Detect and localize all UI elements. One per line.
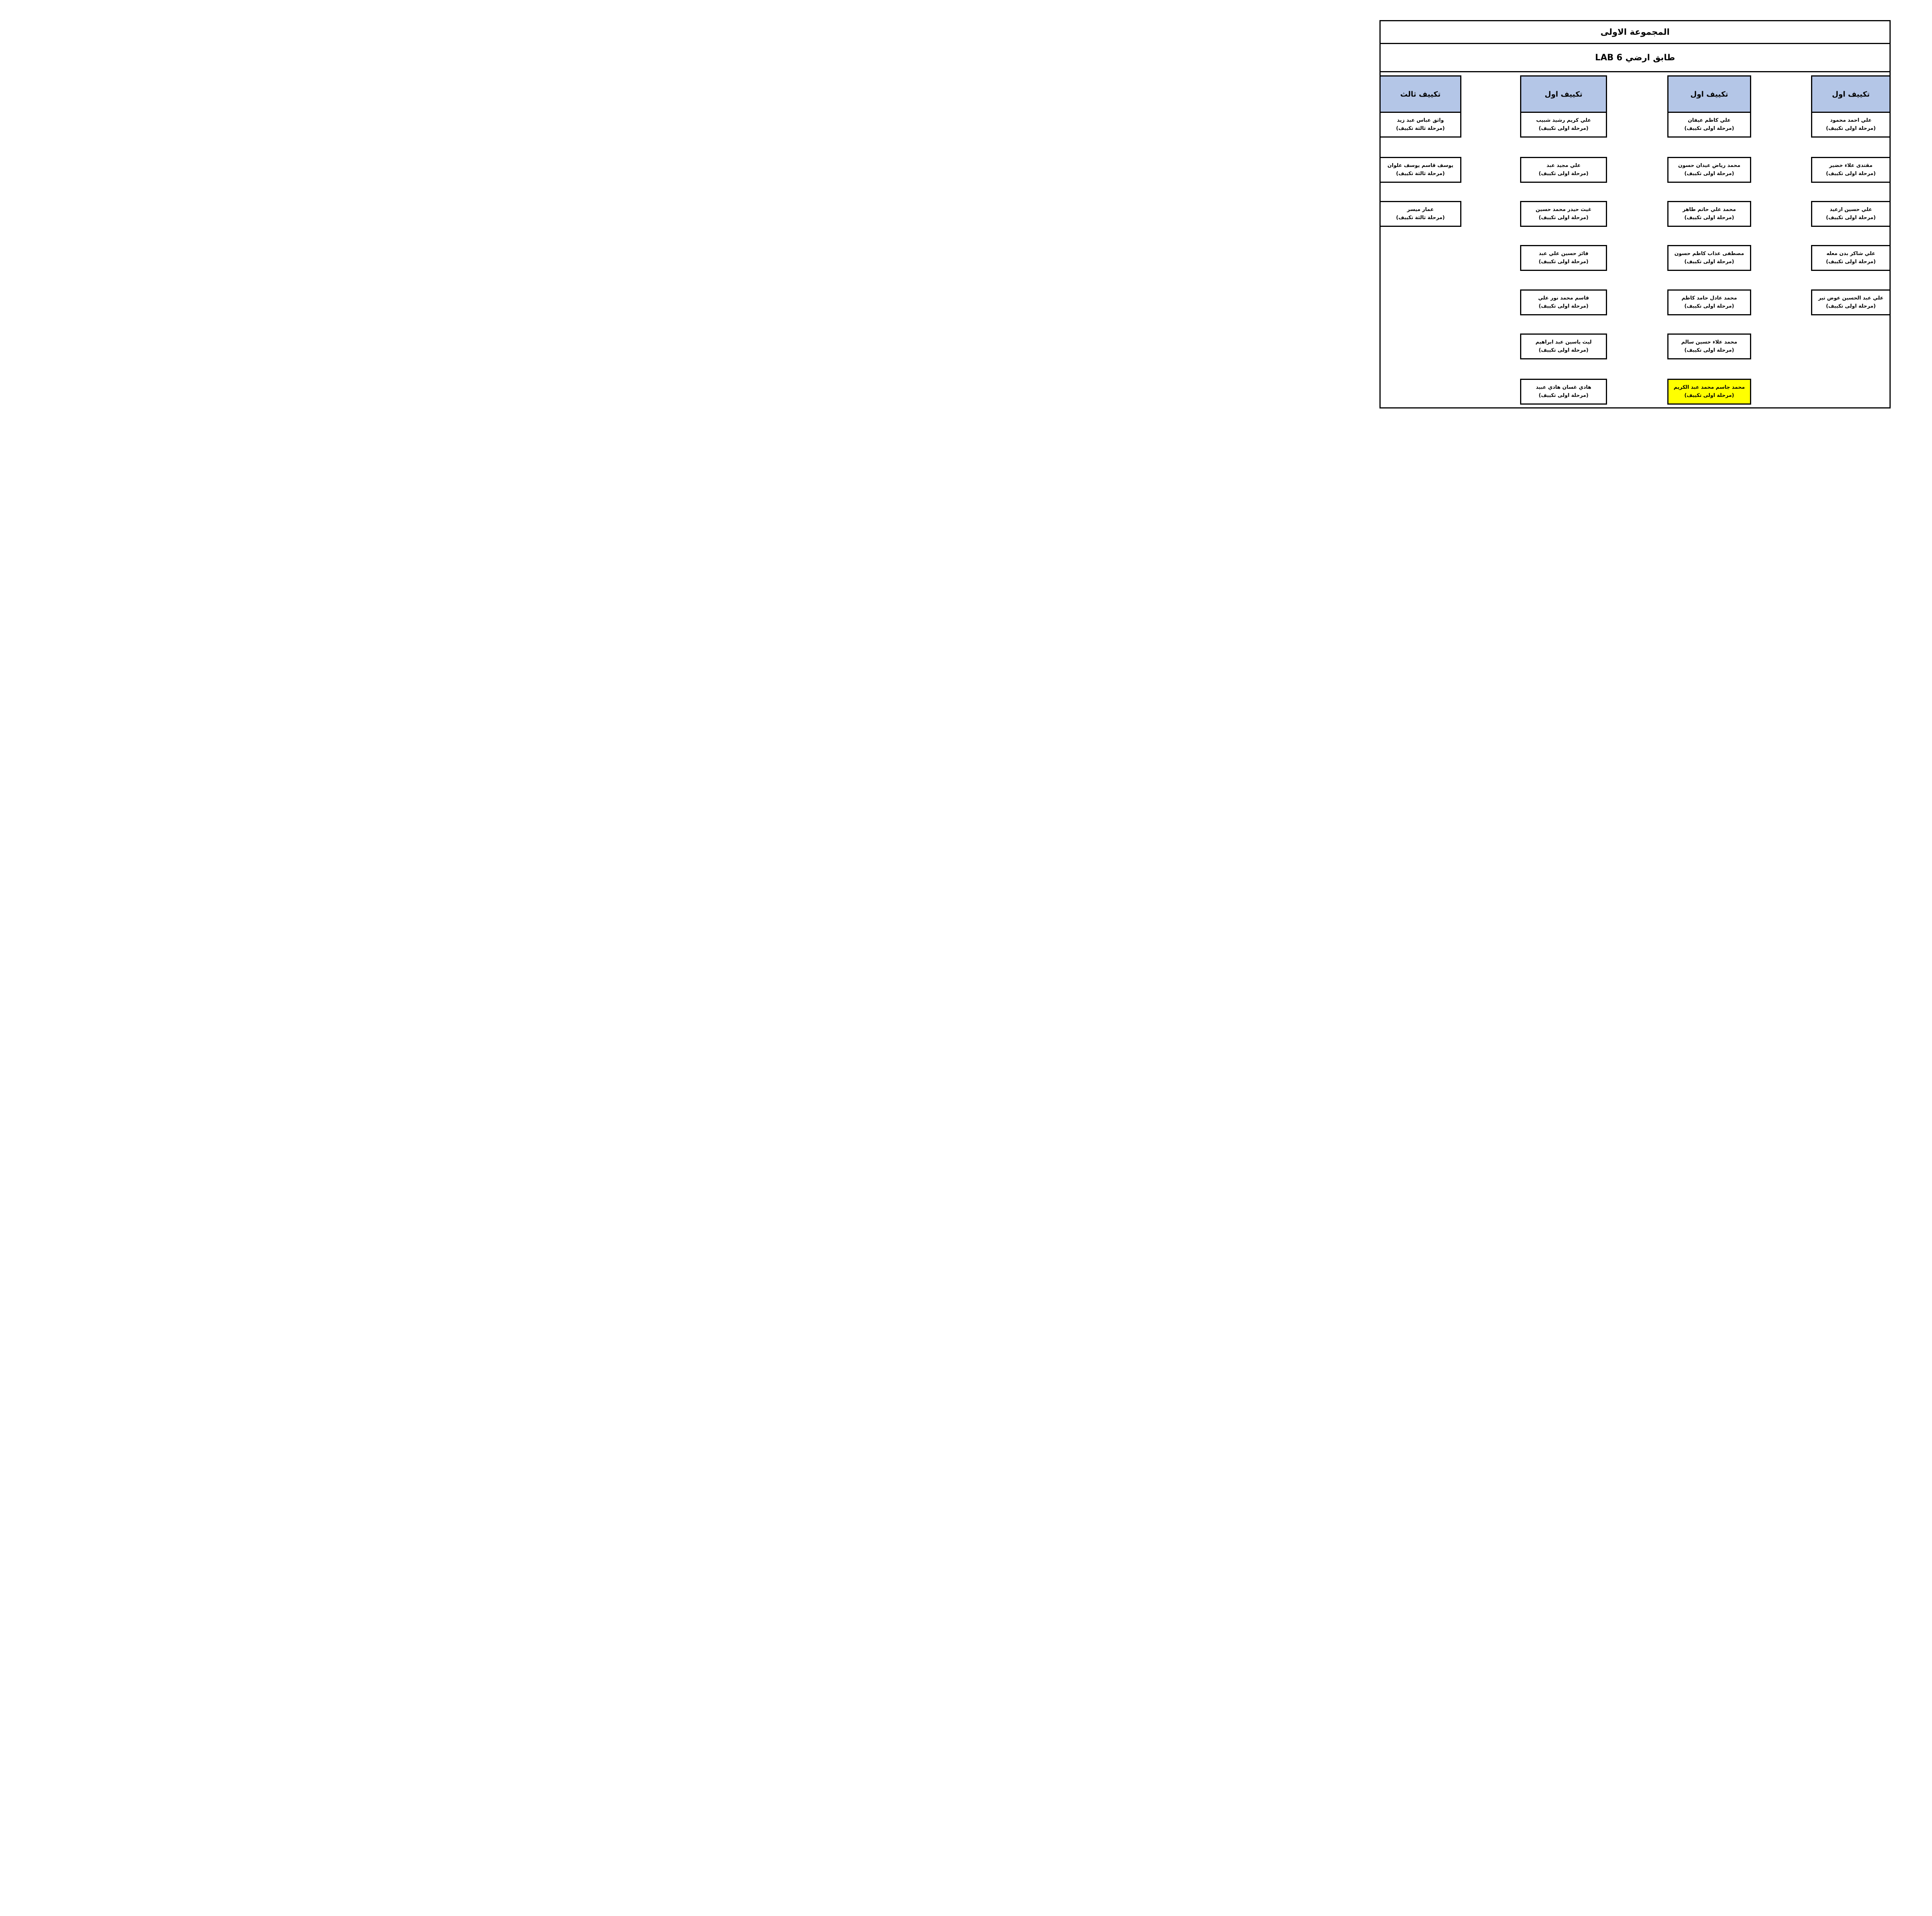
- student-name: علي شاكر بدن معله: [1826, 251, 1876, 257]
- student-name: واثق عباس عبد زيد: [1397, 117, 1444, 124]
- student-stage: (مرحلة اولى تكييف): [1684, 125, 1734, 131]
- student-stage: (مرحلة ثالثة تكييف): [1396, 125, 1445, 131]
- student-name: ليث ياسين عبد ابراهيم: [1535, 339, 1592, 345]
- student-stage: (مرحلة اولى تكييف): [1684, 392, 1734, 398]
- student-name: مقتدى علاء خضير: [1829, 163, 1873, 169]
- student-box: علي عبد الحسين عوض تير (مرحلة اولى تكييف…: [1811, 289, 1891, 315]
- column-header-first-ac-1: تكييف اول: [1520, 75, 1607, 113]
- student-name: علي كاظم عيفان: [1688, 117, 1731, 124]
- column-header-third-ac: تكييف ثالث: [1379, 75, 1461, 113]
- student-name: قاسم محمد نور علي: [1538, 295, 1589, 301]
- student-stage: (مرحلة اولى تكييف): [1539, 259, 1588, 265]
- student-stage: (مرحلة اولى تكييف): [1684, 259, 1734, 265]
- column-header-first-ac-2: تكييف اول: [1667, 75, 1751, 113]
- student-stage: (مرحلة اولى تكييف): [1826, 125, 1876, 131]
- student-name: عمار ميسر: [1407, 207, 1434, 213]
- document-page: { "title": "المجموعة الاولى", "subtitle"…: [1335, 0, 1932, 422]
- student-name: يوسف قاسم يوسف علوان: [1387, 163, 1454, 169]
- student-box: مقتدى علاء خضير (مرحلة اولى تكييف): [1811, 157, 1891, 183]
- student-box: واثق عباس عبد زيد (مرحلة ثالثة تكييف): [1379, 112, 1461, 138]
- student-stage: (مرحلة ثالثة تكييف): [1396, 170, 1445, 177]
- student-box: فائز حسين علي عبد (مرحلة اولى تكييف): [1520, 245, 1607, 271]
- student-stage: (مرحلة اولى تكييف): [1539, 303, 1588, 309]
- student-box: محمد عادل حامد كاظم (مرحلة اولى تكييف): [1667, 289, 1751, 315]
- student-stage: (مرحلة اولى تكييف): [1826, 214, 1876, 221]
- student-stage: (مرحلة اولى تكييف): [1684, 347, 1734, 353]
- student-box: عمار ميسر (مرحلة ثالثة تكييف): [1379, 201, 1461, 227]
- student-box: غيث حيدر محمد حسين (مرحلة اولى تكييف): [1520, 201, 1607, 227]
- lab-location-title: طابق ارضي LAB 6: [1379, 43, 1891, 72]
- student-box: علي كاظم عيفان (مرحلة اولى تكييف): [1667, 112, 1751, 138]
- student-name: هادي غسان هادي عبيد: [1536, 385, 1592, 391]
- student-stage: (مرحلة اولى تكييف): [1539, 214, 1588, 221]
- student-box: محمد علاء حسين سالم (مرحلة اولى تكييف): [1667, 334, 1751, 359]
- student-name: علي كريم رشيد شبيب: [1536, 117, 1591, 124]
- student-box: علي حسين ارعيد (مرحلة اولى تكييف): [1811, 201, 1891, 227]
- student-name: محمد علي حاتم طاهر: [1682, 207, 1736, 213]
- student-box: علي شاكر بدن معله (مرحلة اولى تكييف): [1811, 245, 1891, 271]
- student-stage: (مرحلة اولى تكييف): [1539, 170, 1588, 177]
- column-header-first-ac-3: تكييف اول: [1811, 75, 1891, 113]
- student-name: علي مجيد عبد: [1546, 163, 1581, 169]
- student-box: علي كريم رشيد شبيب (مرحلة اولى تكييف): [1520, 112, 1607, 138]
- table-frame: [1379, 71, 1891, 408]
- student-name: محمد رياض عيدان حسون: [1678, 163, 1741, 169]
- student-box: محمد علي حاتم طاهر (مرحلة اولى تكييف): [1667, 201, 1751, 227]
- student-name: فائز حسين علي عبد: [1539, 251, 1588, 257]
- student-box: علي احمد محمود (مرحلة اولى تكييف): [1811, 112, 1891, 138]
- student-stage: (مرحلة اولى تكييف): [1826, 303, 1876, 309]
- student-stage: (مرحلة اولى تكييف): [1826, 259, 1876, 265]
- student-name: محمد علاء حسين سالم: [1681, 339, 1737, 345]
- group-title: المجموعة الاولى: [1379, 20, 1891, 44]
- student-box: ليث ياسين عبد ابراهيم (مرحلة اولى تكييف): [1520, 334, 1607, 359]
- student-stage: (مرحلة اولى تكييف): [1684, 170, 1734, 177]
- student-stage: (مرحلة اولى تكييف): [1539, 347, 1588, 353]
- student-name: محمد جاسم محمد عبد الكريم: [1673, 385, 1745, 391]
- student-name: مصطفى عذاب كاظم حسون: [1674, 251, 1744, 257]
- student-box: مصطفى عذاب كاظم حسون (مرحلة اولى تكييف): [1667, 245, 1751, 271]
- student-name: محمد عادل حامد كاظم: [1681, 295, 1737, 301]
- student-box: هادي غسان هادي عبيد (مرحلة اولى تكييف): [1520, 379, 1607, 405]
- student-stage: (مرحلة اولى تكييف): [1826, 170, 1876, 177]
- student-box-highlighted: محمد جاسم محمد عبد الكريم (مرحلة اولى تك…: [1667, 379, 1751, 405]
- student-stage: (مرحلة اولى تكييف): [1684, 303, 1734, 309]
- student-stage: (مرحلة ثالثة تكييف): [1396, 214, 1445, 221]
- student-box: علي مجيد عبد (مرحلة اولى تكييف): [1520, 157, 1607, 183]
- student-box: محمد رياض عيدان حسون (مرحلة اولى تكييف): [1667, 157, 1751, 183]
- student-name: علي حسين ارعيد: [1830, 207, 1872, 213]
- student-box: قاسم محمد نور علي (مرحلة اولى تكييف): [1520, 289, 1607, 315]
- student-stage: (مرحلة اولى تكييف): [1684, 214, 1734, 221]
- student-stage: (مرحلة اولى تكييف): [1539, 125, 1588, 131]
- student-box: يوسف قاسم يوسف علوان (مرحلة ثالثة تكييف): [1379, 157, 1461, 183]
- student-stage: (مرحلة اولى تكييف): [1539, 392, 1588, 398]
- student-name: علي احمد محمود: [1830, 117, 1872, 124]
- student-name: علي عبد الحسين عوض تير: [1818, 295, 1884, 301]
- student-name: غيث حيدر محمد حسين: [1536, 207, 1592, 213]
